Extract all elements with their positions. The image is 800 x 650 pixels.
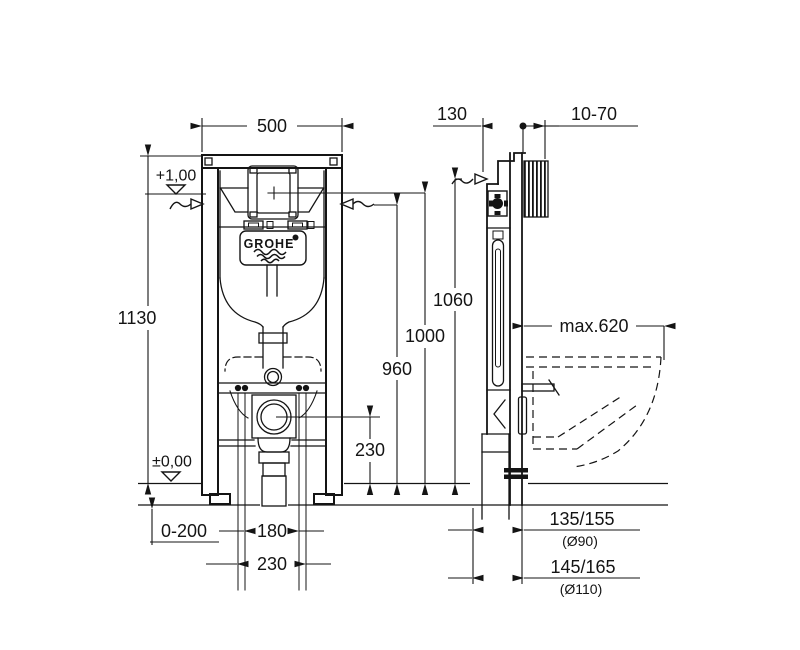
grohe-logo: GROHE <box>239 230 307 266</box>
flow-arrow-icon <box>190 197 205 211</box>
dim-outlet-d110-label: 145/165 <box>550 557 615 577</box>
dim-wall-finish-label: 10-70 <box>571 104 617 124</box>
flush-pipe-collar <box>258 332 288 344</box>
frame-foot-right <box>313 493 335 505</box>
dim-outlet-d110-dia-label: (Ø110) <box>560 581 603 597</box>
outlet-pipe <box>261 475 287 507</box>
dim-bowl-projection-label: max.620 <box>559 316 628 336</box>
dimension-dot-icon <box>519 122 527 130</box>
ceramic-outline-front <box>224 356 322 372</box>
level-floor-label: ±0,00 <box>152 454 192 471</box>
mounting-bolt-icon <box>302 384 310 392</box>
level-triangle-icon <box>160 471 182 482</box>
flow-arrow-tail <box>169 201 192 210</box>
corner-screw-icon <box>329 157 338 166</box>
dim-frame-height-label: 1130 <box>118 308 157 328</box>
mounting-bolt-icon <box>234 384 242 392</box>
dimension-labels: 500 1130 +1,00 ±0,00 1060 1000 960 230 0… <box>118 104 629 597</box>
registered-mark-icon <box>292 234 299 241</box>
dim-frame-width-label: 500 <box>257 116 287 136</box>
dim-outlet-height-label: 230 <box>355 440 385 460</box>
frame-foot-left <box>209 493 231 505</box>
level-upper-label: +1,00 <box>156 168 197 185</box>
flush-bend <box>263 367 283 387</box>
seal-band <box>504 474 528 479</box>
front-view-internals <box>204 157 338 591</box>
dim-frame-depth-label: 130 <box>437 104 467 124</box>
symbols <box>160 172 489 482</box>
label-backgrounds <box>107 114 636 462</box>
flow-arrow-tail <box>451 178 474 185</box>
logo-waves-icon <box>253 248 287 264</box>
bowl-mounting-rod <box>521 383 555 392</box>
mounting-bolt-icon <box>241 384 249 392</box>
grohe-logo-text: GROHE <box>244 237 295 251</box>
flow-arrow-tail <box>352 200 375 208</box>
dim-outlet-d90-label: 135/155 <box>549 509 614 529</box>
threaded-rods <box>237 392 307 591</box>
dim-supply-height-label: 1060 <box>433 290 473 310</box>
mounting-bolt-icon <box>295 384 303 392</box>
wall-hatch <box>523 160 549 218</box>
dim-spacing-inner-label: 180 <box>257 521 287 541</box>
flow-arrow-icon <box>474 172 489 186</box>
rail-slot <box>491 239 505 387</box>
dim-spacing-outer-label: 230 <box>257 554 287 574</box>
ceramic-bowl-side <box>526 356 662 468</box>
level-triangle-icon <box>165 184 187 195</box>
dim-floor-buildup-label: 0-200 <box>161 521 207 541</box>
dim-frame-edge-height-label: 960 <box>382 359 412 379</box>
dim-actuator-height-label: 1000 <box>405 326 445 346</box>
seal-band <box>504 468 528 473</box>
center-cross-icon <box>267 186 281 200</box>
inlet-bolt-icon <box>489 194 508 215</box>
side-view-frame <box>481 152 560 520</box>
dim-outlet-d90-dia-label: (Ø90) <box>562 533 598 549</box>
corner-screw-icon <box>204 157 213 166</box>
flush-bend-side <box>493 399 506 429</box>
